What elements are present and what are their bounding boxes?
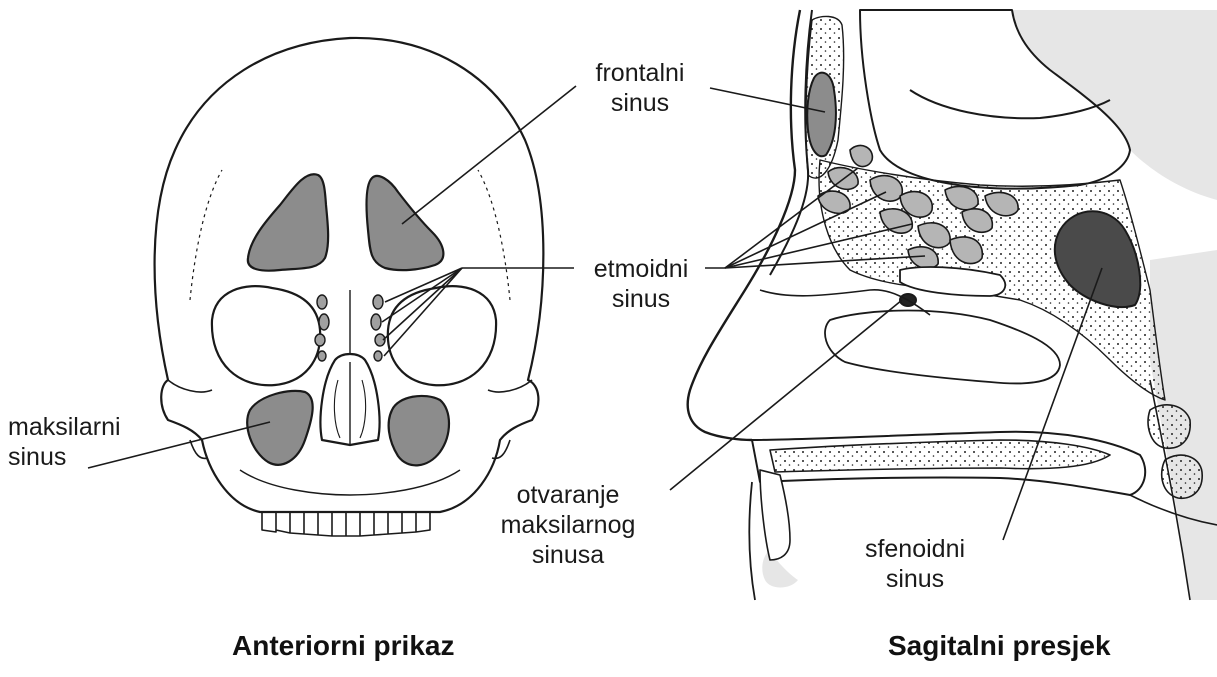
anterior-skull [155, 38, 544, 536]
label-ethmoid-sinus: etmoidni sinus [578, 254, 704, 314]
right-orbit [388, 286, 496, 385]
label-frontal-line2: sinus [580, 88, 700, 118]
caption-anterior-view: Anteriorni prikaz [232, 630, 454, 662]
label-sphenoid-line2: sinus [850, 564, 980, 594]
label-maxillary-line2: sinus [8, 442, 138, 472]
left-orbit [212, 286, 320, 385]
caption-sagittal-section: Sagitalni presjek [888, 630, 1111, 662]
label-opening-line2: maksilarnog [488, 510, 648, 540]
label-maxillary-opening: otvaranje maksilarnog sinusa [488, 480, 648, 570]
label-frontal-line1: frontalni [580, 58, 700, 88]
frontal-sinus-sagittal [807, 73, 836, 157]
label-maxillary-line1: maksilarni [8, 412, 138, 442]
label-sphenoid-line1: sfenoidni [850, 534, 980, 564]
label-sphenoid-sinus: sfenoidni sinus [850, 534, 980, 594]
label-opening-line1: otvaranje [488, 480, 648, 510]
teeth-row [262, 512, 430, 536]
label-maxillary-sinus: maksilarni sinus [8, 412, 138, 472]
sagittal-section [688, 10, 1217, 600]
label-frontal-sinus: frontalni sinus [580, 58, 700, 118]
label-ethmoid-line2: sinus [578, 284, 704, 314]
label-opening-line3: sinusa [488, 540, 648, 570]
label-ethmoid-line1: etmoidni [578, 254, 704, 284]
